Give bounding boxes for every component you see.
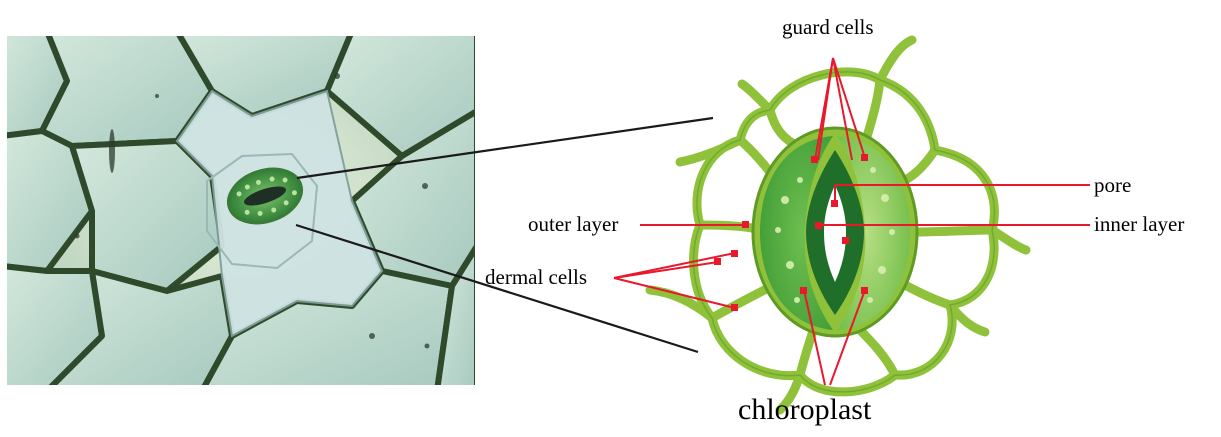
connector-line-top xyxy=(297,118,713,178)
guard-cells xyxy=(753,128,917,336)
label-pore: pore xyxy=(1094,175,1131,196)
label-chloroplast: chloroplast xyxy=(738,395,871,425)
label-inner-layer: inner layer xyxy=(1094,214,1184,235)
label-outer-layer: outer layer xyxy=(528,214,618,235)
label-guard-cells: guard cells xyxy=(782,17,874,38)
label-dermal-cells: dermal cells xyxy=(485,267,587,288)
